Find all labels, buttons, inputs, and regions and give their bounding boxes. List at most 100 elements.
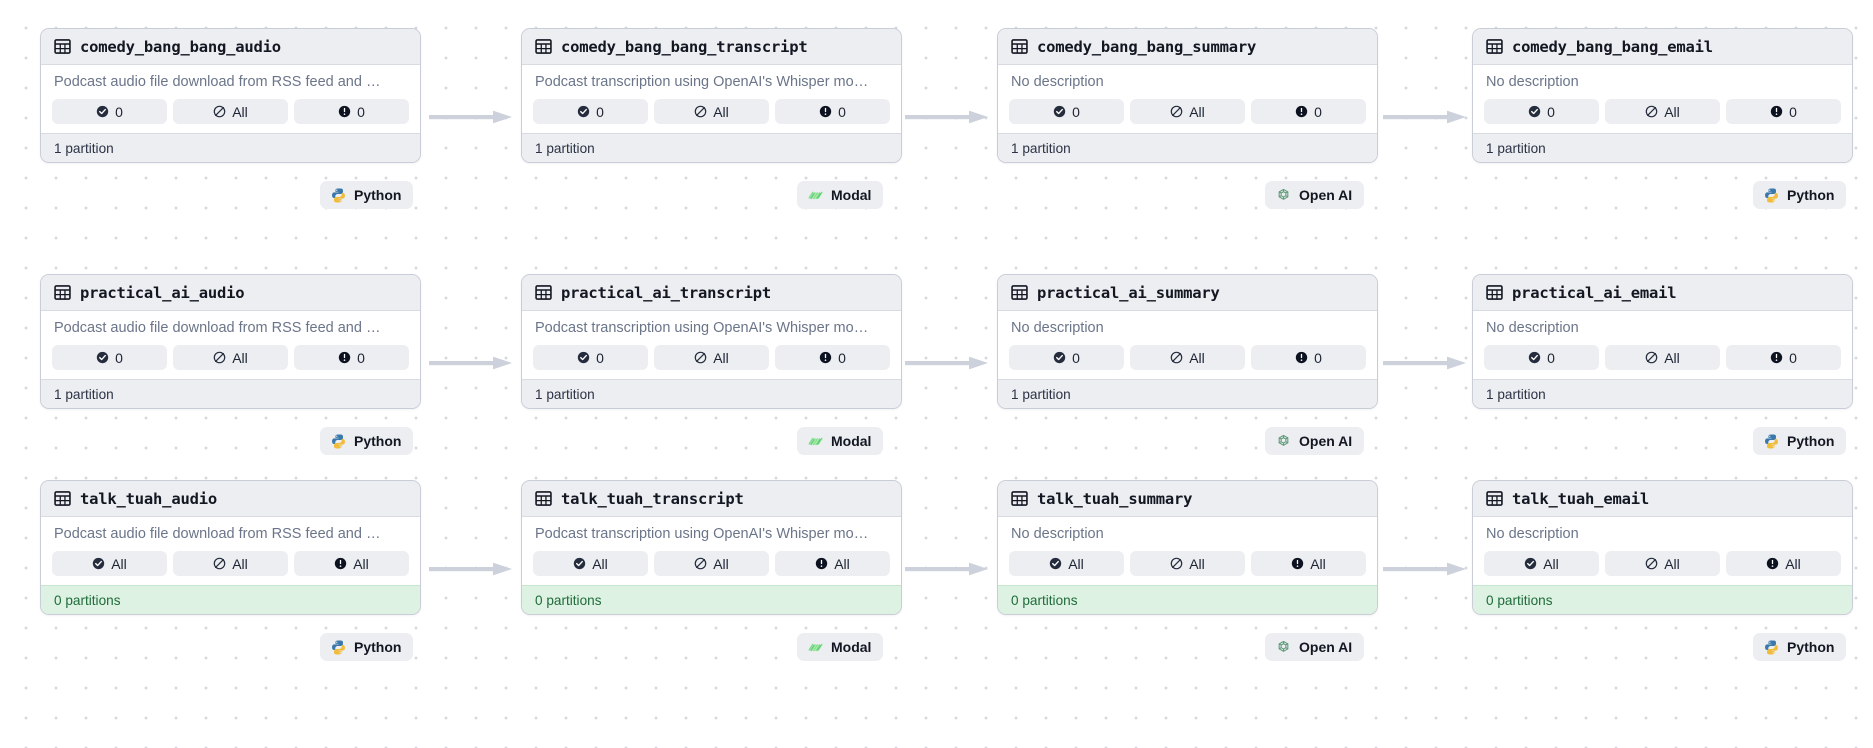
checks-chip[interactable]: 0 <box>52 345 167 370</box>
checks-chip[interactable]: 0 <box>533 99 648 124</box>
asset-card-body: Podcast audio file download from RSS fee… <box>41 517 420 585</box>
exclamation-circle-icon <box>338 105 351 118</box>
alerts-chip[interactable]: 0 <box>1726 345 1841 370</box>
asset-partition-footer[interactable]: 1 partition <box>41 379 420 408</box>
alerts-chip[interactable]: 0 <box>775 99 890 124</box>
freshness-chip[interactable]: All <box>1130 99 1245 124</box>
table-icon <box>535 491 552 506</box>
freshness-chip[interactable]: All <box>173 99 288 124</box>
checks-chip[interactable]: All <box>52 551 167 576</box>
asset-card-header[interactable]: talk_tuah_audio <box>41 481 420 517</box>
checks-chip[interactable]: All <box>1009 551 1124 576</box>
compute-kind-badge[interactable]: Python <box>1753 427 1847 455</box>
asset-card-header[interactable]: comedy_bang_bang_email <box>1473 29 1852 65</box>
compute-kind-badge[interactable]: Python <box>1753 633 1847 661</box>
asset-card-header[interactable]: comedy_bang_bang_transcript <box>522 29 901 65</box>
alerts-chip[interactable]: 0 <box>1251 345 1366 370</box>
checks-chip[interactable]: 0 <box>1009 345 1124 370</box>
asset-card-header[interactable]: talk_tuah_transcript <box>522 481 901 517</box>
asset-card-header[interactable]: talk_tuah_summary <box>998 481 1377 517</box>
table-icon <box>54 491 71 506</box>
slash-circle-icon <box>1170 105 1183 118</box>
alerts-chip-value: All <box>1785 555 1801 572</box>
freshness-chip[interactable]: All <box>1130 345 1245 370</box>
asset-card-header[interactable]: talk_tuah_email <box>1473 481 1852 517</box>
asset-partition-footer[interactable]: 0 partitions <box>1473 585 1852 614</box>
asset-partition-footer[interactable]: 1 partition <box>522 379 901 408</box>
freshness-chip[interactable]: All <box>173 345 288 370</box>
asset-partition-footer[interactable]: 1 partition <box>1473 133 1852 162</box>
slash-circle-icon <box>1170 557 1183 570</box>
asset-partition-footer[interactable]: 0 partitions <box>998 585 1377 614</box>
alerts-chip[interactable]: 0 <box>1251 99 1366 124</box>
asset-name: practical_ai_summary <box>1037 283 1220 302</box>
alerts-chip[interactable]: 0 <box>1726 99 1841 124</box>
asset-partition-footer[interactable]: 1 partition <box>41 133 420 162</box>
arrow-right-icon <box>905 356 988 370</box>
checks-chip[interactable]: 0 <box>52 99 167 124</box>
freshness-chip[interactable]: All <box>173 551 288 576</box>
checks-chip-value: 0 <box>115 349 123 366</box>
alerts-chip[interactable]: 0 <box>294 345 409 370</box>
asset-card-header[interactable]: practical_ai_audio <box>41 275 420 311</box>
compute-kind-badge[interactable]: Modal <box>797 633 884 661</box>
alerts-chip[interactable]: All <box>1251 551 1366 576</box>
freshness-chip[interactable]: All <box>1605 99 1720 124</box>
freshness-chip[interactable]: All <box>1605 551 1720 576</box>
compute-kind-badge[interactable]: Python <box>320 427 414 455</box>
checks-chip[interactable]: 0 <box>1484 99 1599 124</box>
compute-kind-badge[interactable]: Open AI <box>1265 427 1365 455</box>
asset-card-header[interactable]: comedy_bang_bang_audio <box>41 29 420 65</box>
checks-chip[interactable]: 0 <box>1009 99 1124 124</box>
checks-chip[interactable]: All <box>1484 551 1599 576</box>
freshness-chip[interactable]: All <box>654 551 769 576</box>
checks-chip[interactable]: 0 <box>533 345 648 370</box>
modal-logo-icon <box>808 191 823 199</box>
freshness-chip[interactable]: All <box>1130 551 1245 576</box>
check-circle-icon <box>1525 557 1537 570</box>
asset-partition-footer[interactable]: 1 partition <box>522 133 901 162</box>
compute-kind-badge[interactable]: Modal <box>797 427 884 455</box>
alerts-chip[interactable]: All <box>294 551 409 576</box>
asset-card-header[interactable]: practical_ai_summary <box>998 275 1377 311</box>
compute-kind-badge[interactable]: Python <box>320 181 414 209</box>
asset-partition-footer[interactable]: 1 partition <box>998 379 1377 408</box>
alerts-chip[interactable]: All <box>1726 551 1841 576</box>
asset-card-header[interactable]: comedy_bang_bang_summary <box>998 29 1377 65</box>
compute-kind-badge[interactable]: Open AI <box>1265 633 1365 661</box>
asset-card-header[interactable]: practical_ai_email <box>1473 275 1852 311</box>
checks-chip[interactable]: All <box>533 551 648 576</box>
asset-partition-footer[interactable]: 1 partition <box>1473 379 1852 408</box>
compute-kind-badge[interactable]: Modal <box>797 181 884 209</box>
compute-kind-badge[interactable]: Python <box>1753 181 1847 209</box>
alerts-chip[interactable]: All <box>775 551 890 576</box>
asset-partition-footer[interactable]: 0 partitions <box>522 585 901 614</box>
compute-kind-badge[interactable]: Python <box>320 633 414 661</box>
alerts-chip[interactable]: 0 <box>294 99 409 124</box>
asset-name: practical_ai_email <box>1512 283 1677 302</box>
freshness-chip[interactable]: All <box>654 345 769 370</box>
alerts-chip[interactable]: 0 <box>775 345 890 370</box>
asset-card-body: Podcast transcription using OpenAI's Whi… <box>522 517 901 585</box>
asset-card-header[interactable]: practical_ai_transcript <box>522 275 901 311</box>
checks-chip[interactable]: 0 <box>1484 345 1599 370</box>
freshness-chip[interactable]: All <box>654 99 769 124</box>
freshness-chip[interactable]: All <box>1605 345 1720 370</box>
asset-partition-footer[interactable]: 1 partition <box>998 133 1377 162</box>
asset-partition-footer[interactable]: 0 partitions <box>41 585 420 614</box>
compute-kind-badge[interactable]: Open AI <box>1265 181 1365 209</box>
